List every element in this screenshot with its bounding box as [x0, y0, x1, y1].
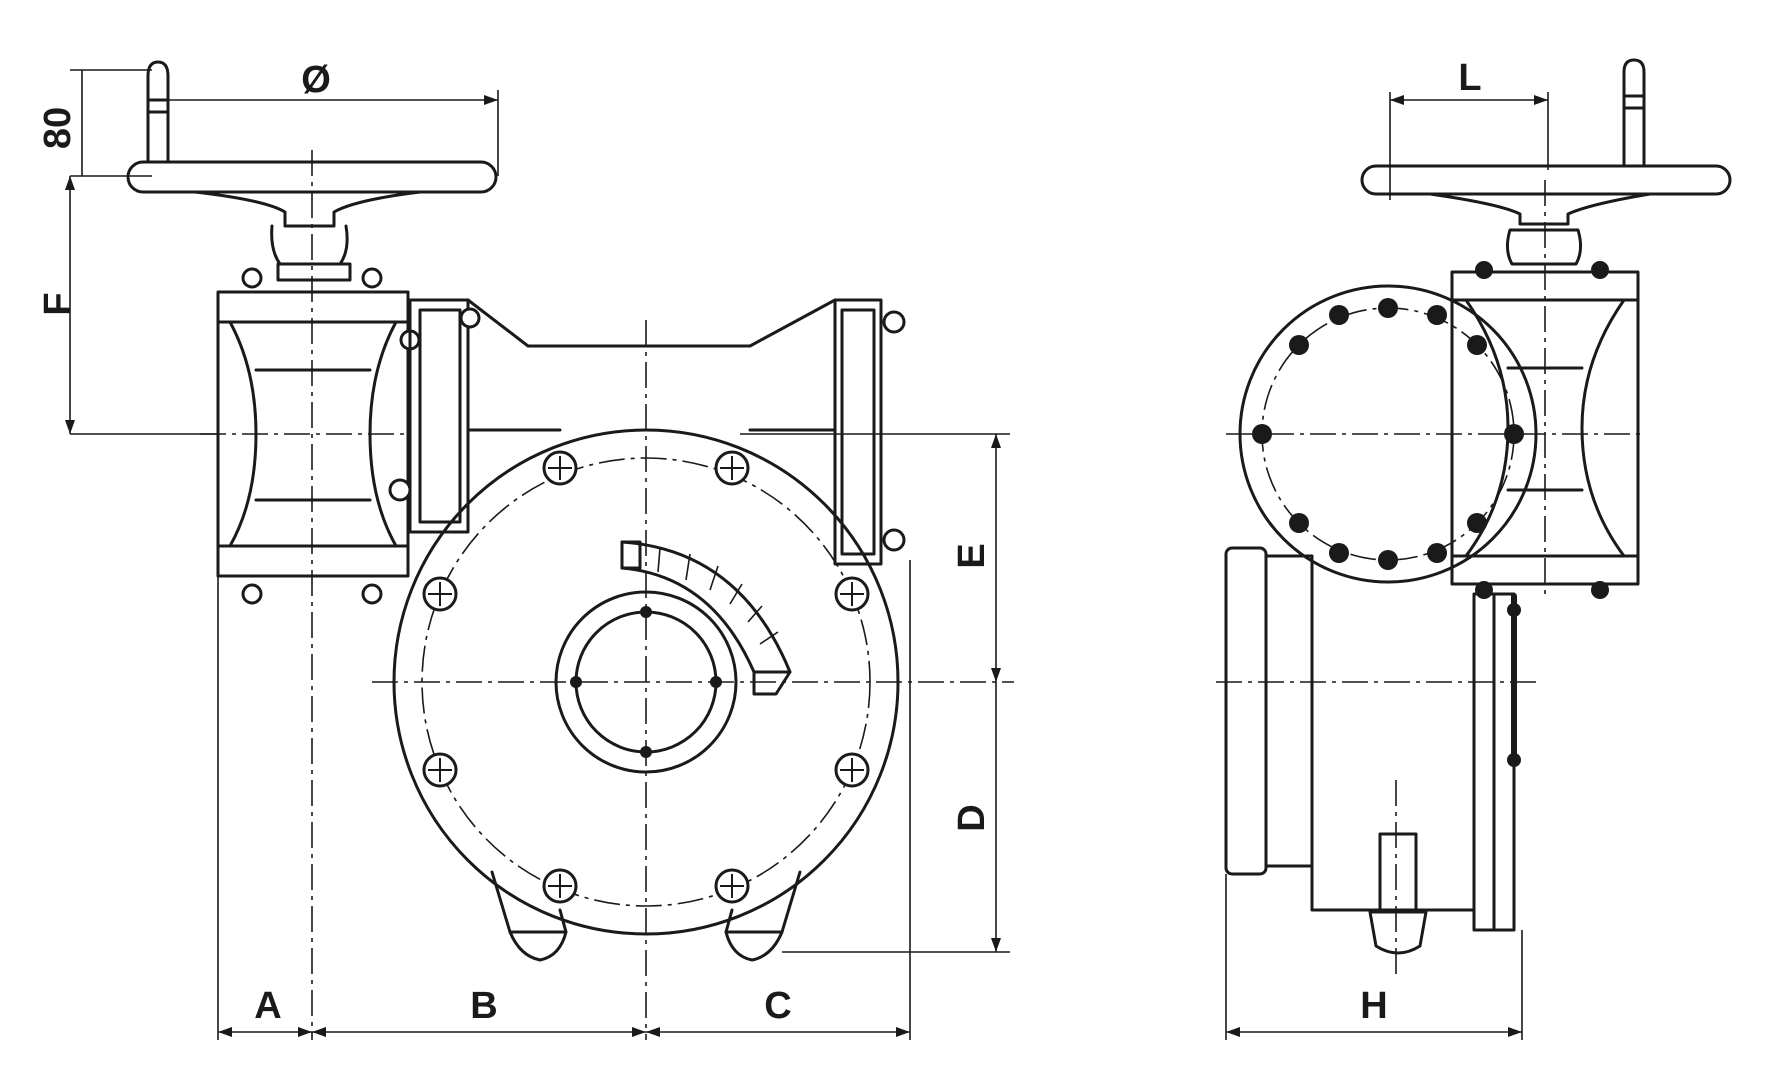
front-center-lines — [200, 150, 1014, 1040]
side-view: L H — [1216, 57, 1732, 1040]
cover-bolt-3 — [422, 576, 458, 612]
dim-label-handwheel-height: 80 — [37, 107, 79, 149]
dim-label-l: L — [1458, 57, 1481, 99]
cover-bolt-6 — [834, 752, 870, 788]
cover-bolt-2 — [714, 450, 750, 486]
side-dimensions — [1225, 92, 1549, 1040]
dim-label-d: D — [951, 804, 993, 831]
dim-label-f: F — [37, 292, 79, 315]
dim-label-b: B — [470, 985, 497, 1027]
dim-label-a: A — [254, 985, 281, 1027]
dim-label-e: E — [951, 543, 993, 568]
front-intermediate-box — [408, 298, 906, 566]
front-view: 80 Ø F E D A B C — [37, 59, 1014, 1040]
cover-bolt-7 — [542, 868, 578, 904]
cover-bolt-4 — [834, 576, 870, 612]
dim-label-c: C — [764, 985, 791, 1027]
cover-bolt-5 — [422, 752, 458, 788]
cover-bolt-8 — [714, 868, 750, 904]
side-flange — [1226, 284, 1640, 584]
front-dimensions — [65, 69, 1010, 1040]
dim-label-diameter: Ø — [301, 59, 331, 101]
front-left-housing — [216, 267, 421, 605]
cover-bolt-1 — [542, 450, 578, 486]
side-handwheel — [1360, 58, 1732, 266]
side-body — [1216, 546, 1542, 980]
dim-label-h: H — [1360, 985, 1387, 1027]
side-gear-housing — [1450, 180, 1640, 600]
